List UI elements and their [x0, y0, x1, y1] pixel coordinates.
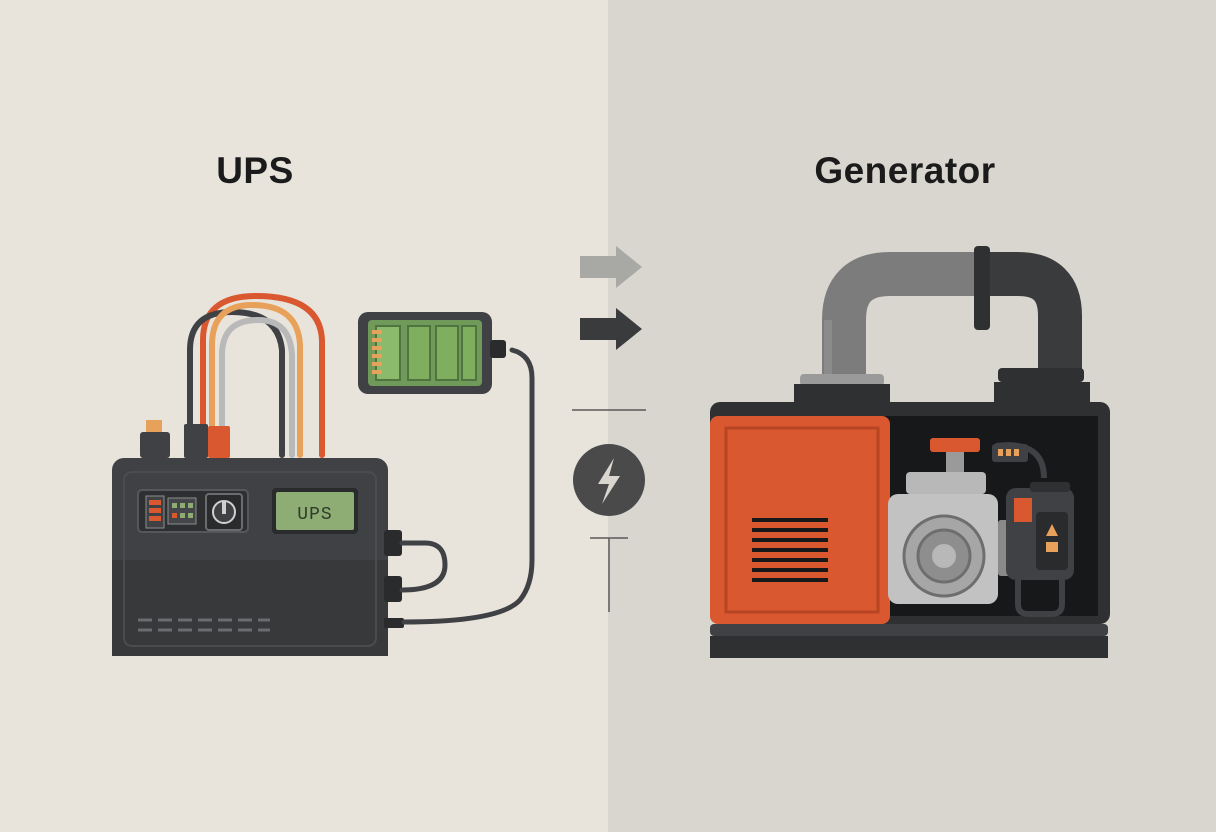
generator-base: [710, 624, 1108, 658]
generator-engine: [888, 438, 1018, 604]
ups-device: UPS: [112, 458, 404, 656]
ups-screen-label: UPS: [297, 505, 332, 525]
arrow-right-icon: [580, 308, 642, 350]
generator-exhaust-pipe: [794, 246, 1090, 416]
ups-plugs: [140, 420, 230, 458]
battery-pack: [358, 312, 506, 394]
generator-title: Generator: [814, 150, 996, 191]
ups-panel: [0, 0, 608, 832]
divider-stand: [590, 537, 628, 612]
arrow-right-icon: [580, 246, 642, 288]
ups-output-cables: [399, 347, 535, 625]
ups-cables: [187, 292, 325, 458]
generator-control-box: [992, 442, 1074, 617]
lightning-bolt-icon: [573, 444, 645, 516]
ups-title: UPS: [216, 150, 294, 191]
